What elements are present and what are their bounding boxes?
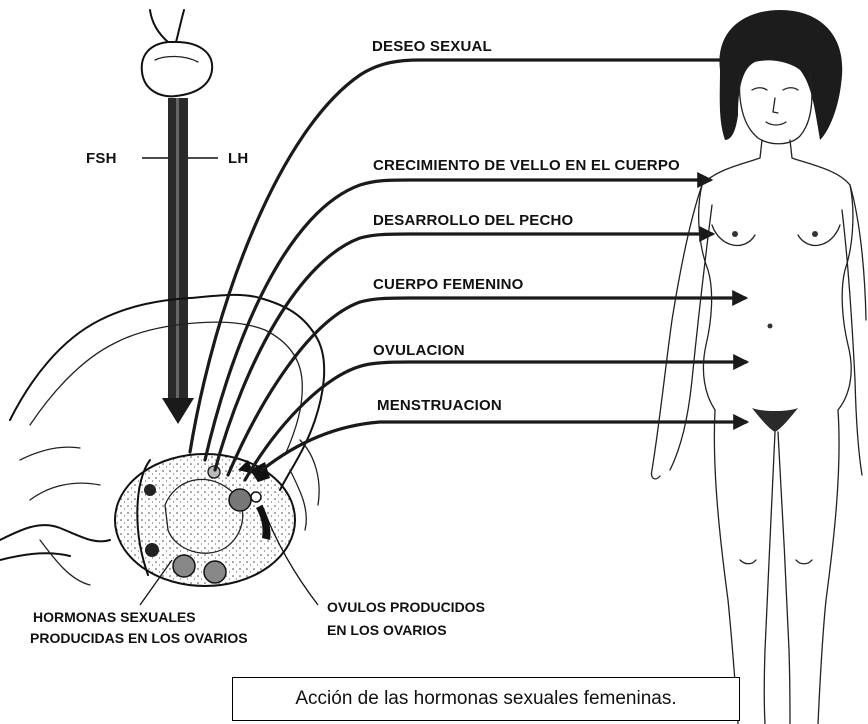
label-deseo: DESEO SEXUAL xyxy=(372,38,492,55)
lh-label: LH xyxy=(228,150,248,167)
caption-text: Acción de las hormonas sexuales femenina… xyxy=(295,688,676,710)
fsh-lh-labels: FSH LH xyxy=(86,150,248,167)
female-figure xyxy=(652,10,866,724)
label-pecho: DESARROLLO DEL PECHO xyxy=(373,212,574,229)
label-cuerpo: CUERPO FEMENINO xyxy=(373,276,524,293)
arrow-deseo xyxy=(190,60,740,452)
fsh-label: FSH xyxy=(86,150,117,167)
hormone-arrows xyxy=(190,60,746,480)
pituitary-gland xyxy=(142,10,212,96)
pituitary-hormone-arrow xyxy=(162,98,194,424)
label-vello: CRECIMIENTO DE VELLO EN EL CUERPO xyxy=(373,157,680,174)
label-hormonas-1: HORMONAS SEXUALES xyxy=(33,609,196,625)
label-menstruacion: MENSTRUACION xyxy=(377,397,502,414)
label-ovulacion: OVULACION xyxy=(373,342,465,359)
caption-box: Acción de las hormonas sexuales femenina… xyxy=(232,677,740,721)
label-ovulos-2: EN LOS OVARIOS xyxy=(327,622,447,638)
label-hormonas-2: PRODUCIDAS EN LOS OVARIOS xyxy=(30,630,248,646)
arrow-cuerpo xyxy=(228,298,745,475)
effect-labels: DESEO SEXUAL CRECIMIENTO DE VELLO EN EL … xyxy=(372,38,680,414)
label-ovulos-1: OVULOS PRODUCIDOS xyxy=(327,599,485,615)
